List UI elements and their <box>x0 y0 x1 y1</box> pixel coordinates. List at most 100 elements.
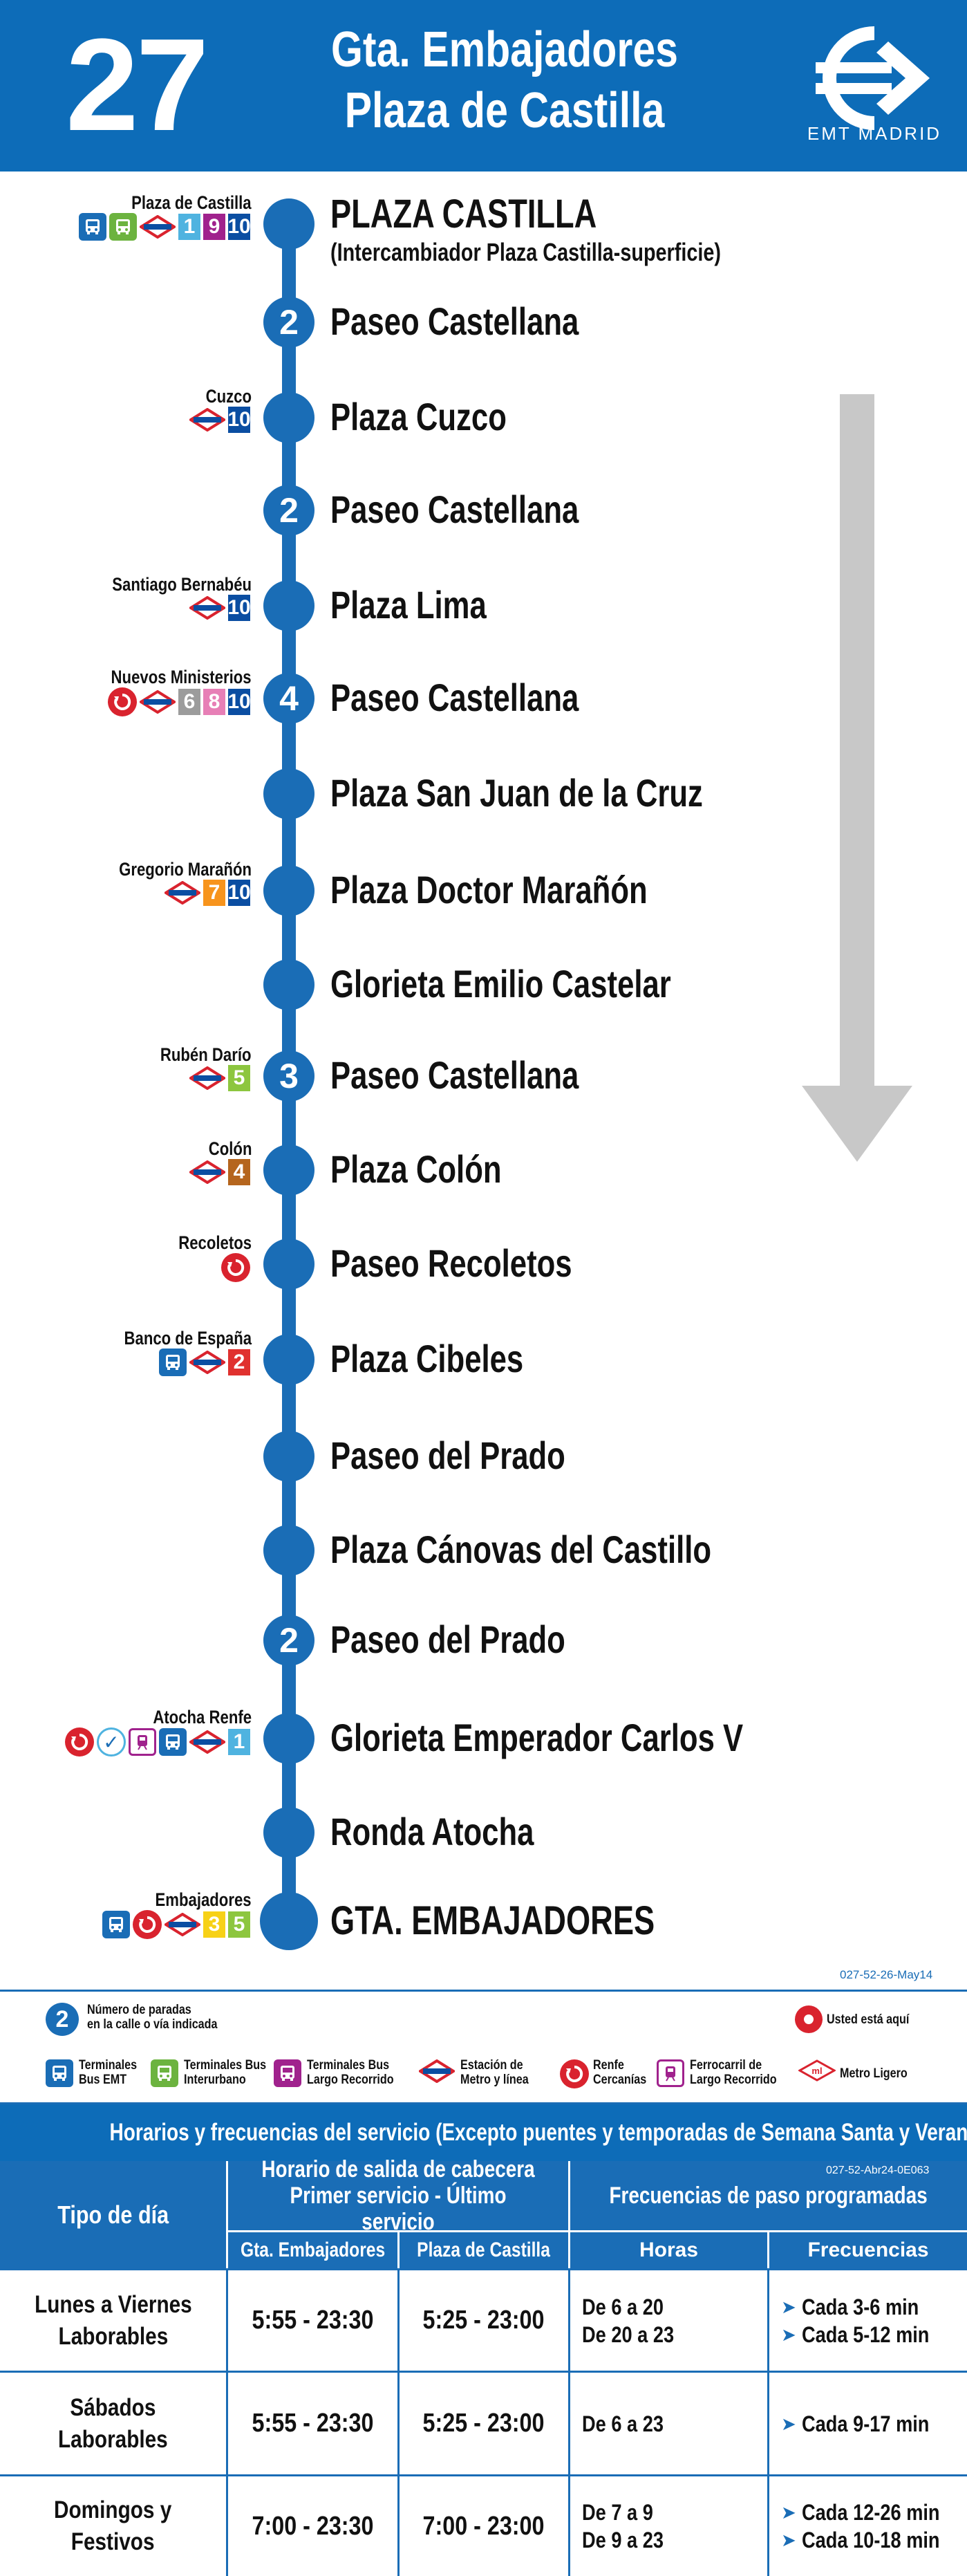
day-type-cell: Sábados Laborables <box>0 2373 226 2474</box>
departure-castilla: 5:25 - 23:00 <box>423 2409 545 2438</box>
metro-icon <box>189 1730 225 1754</box>
renfe-icon <box>221 1253 250 1282</box>
departure-castilla-cell: 5:25 - 23:00 <box>400 2373 568 2474</box>
departure-embajadores-cell: 5:55 - 23:30 <box>228 2270 397 2371</box>
check-icon: ✓ <box>97 1727 126 1757</box>
hours-range: De 9 a 23 <box>582 2528 664 2552</box>
stop-dot: 4 <box>263 673 314 724</box>
metro-line-badge: 10 <box>227 407 251 433</box>
frequency-value: Cada 10-18 min <box>801 2528 940 2552</box>
operator-name: EMT MADRID <box>807 123 942 144</box>
legend-label: Renfe Cercanías <box>593 2058 647 2087</box>
frequency-value: Cada 9-17 min <box>801 2411 930 2436</box>
col-hours: Horas <box>570 2232 767 2268</box>
bus-green-icon <box>151 2059 178 2087</box>
destination-1: Gta. Embajadores <box>330 22 679 77</box>
day-type-label: Lunes a Viernes Laborables <box>34 2290 192 2350</box>
frequency-line: ➤Cada 12-26 min <box>781 2499 964 2526</box>
stop-name: Plaza San Juan de la Cruz <box>330 771 703 815</box>
arrow-right-icon: ➤ <box>781 2502 796 2523</box>
hours-range: De 6 a 20 <box>582 2294 664 2319</box>
connection-station-name: Gregorio Marañón <box>119 859 252 880</box>
metro-line-badge: 1 <box>228 1729 250 1755</box>
departure-castilla: 7:00 - 23:00 <box>423 2511 545 2541</box>
hours-range: De 20 a 23 <box>582 2322 675 2347</box>
stop-count: 2 <box>279 491 299 530</box>
metro-icon <box>189 596 225 620</box>
legend-label: Estación de Metro y línea <box>460 2058 529 2087</box>
table-hline <box>0 2371 967 2373</box>
stop-name: Paseo Castellana <box>330 1053 579 1097</box>
connection-icons: ✓1 <box>65 1727 250 1757</box>
emt-logo-icon <box>816 26 930 130</box>
stop-name: Plaza Colón <box>330 1147 502 1191</box>
stop-name: Plaza Lima <box>330 583 487 627</box>
header-bar: 27 Gta. Embajadores Plaza de Castilla EM… <box>0 0 967 172</box>
stop-dot <box>260 1892 318 1950</box>
bus-magenta-icon <box>274 2059 301 2087</box>
connection-icons: 10 <box>189 407 251 433</box>
schedule-reference: 027-52-Abr24-0E063 <box>826 2165 930 2176</box>
departure-embajadores-cell: 5:55 - 23:30 <box>228 2373 397 2474</box>
departure-embajadores: 5:55 - 23:30 <box>252 2306 374 2335</box>
col-departures: Horario de salida de cabecera Primer ser… <box>228 2156 568 2235</box>
legend-label: Terminales Bus EMT <box>79 2058 138 2087</box>
connection-station-name: Rubén Darío <box>160 1044 252 1065</box>
legend-label: Terminales Bus Interurbano <box>184 2058 267 2087</box>
stop-dot <box>263 1431 314 1482</box>
day-type-label: Sábados Laborables <box>58 2393 168 2453</box>
bus-icon <box>159 1349 187 1376</box>
stop-name: Ronda Atocha <box>330 1810 534 1853</box>
bus-icon <box>159 1728 187 1756</box>
metro-icon <box>189 1066 225 1090</box>
stop-dot <box>263 198 314 250</box>
stop-dot: 2 <box>263 297 314 348</box>
frequency-line: ➤Cada 10-18 min <box>781 2526 964 2554</box>
schedule-title: Horarios y frecuencias del servicio (Exc… <box>0 2104 967 2161</box>
stop-dot <box>263 1239 314 1290</box>
metro-icon <box>189 1160 225 1184</box>
legend-divider-top <box>0 1990 967 1992</box>
connection-station-name: Nuevos Ministerios <box>111 667 252 687</box>
departure-embajadores: 7:00 - 23:30 <box>252 2511 374 2541</box>
legend-label: Terminales Bus Largo Recorrido <box>307 2058 394 2087</box>
table-vline <box>397 2268 400 2576</box>
legend-stop-count-icon: 2 <box>46 2003 79 2036</box>
stop-dot <box>263 1145 314 1196</box>
frequency-line: ➤Cada 3-6 min <box>781 2293 939 2321</box>
connection-station-name: Colón <box>208 1138 252 1159</box>
stop-name: Plaza Cibeles <box>330 1337 524 1380</box>
stop-dot <box>263 1334 314 1385</box>
renfe-icon <box>108 687 137 716</box>
renfe-icon <box>65 1727 94 1757</box>
metro-icon <box>189 408 225 432</box>
departure-embajadores: 5:55 - 23:30 <box>252 2409 374 2438</box>
stop-dot <box>263 865 314 916</box>
svg-text:ml: ml <box>811 2066 822 2076</box>
metro-icon <box>165 881 200 905</box>
line-number: 27 <box>66 12 209 158</box>
stop-count: 4 <box>279 679 299 718</box>
you-are-here-icon <box>795 2005 823 2033</box>
stop-name: Plaza Cánovas del Castillo <box>330 1528 712 1571</box>
metro-line-badge: 3 <box>203 1911 225 1938</box>
stop-dot <box>263 1525 314 1576</box>
metro-line-badge: 5 <box>228 1911 250 1938</box>
renfe-icon <box>133 1910 162 1939</box>
stop-dot: 3 <box>263 1050 314 1102</box>
metro-line-badge: 6 <box>178 689 200 715</box>
stop-name: Paseo Castellana <box>330 488 579 531</box>
frequency-line: ➤Cada 9-17 min <box>781 2410 952 2438</box>
table-vline <box>226 2268 228 2576</box>
stop-name: PLAZA CASTILLA <box>330 192 597 237</box>
bus-green-icon <box>109 213 137 241</box>
stop-name: Paseo Castellana <box>330 299 579 343</box>
frequency-cell: ➤Cada 9-17 min <box>781 2373 967 2474</box>
stop-count: 2 <box>279 1621 299 1660</box>
metro-line-badge: 9 <box>203 214 225 240</box>
stop-dot: 2 <box>263 485 314 536</box>
